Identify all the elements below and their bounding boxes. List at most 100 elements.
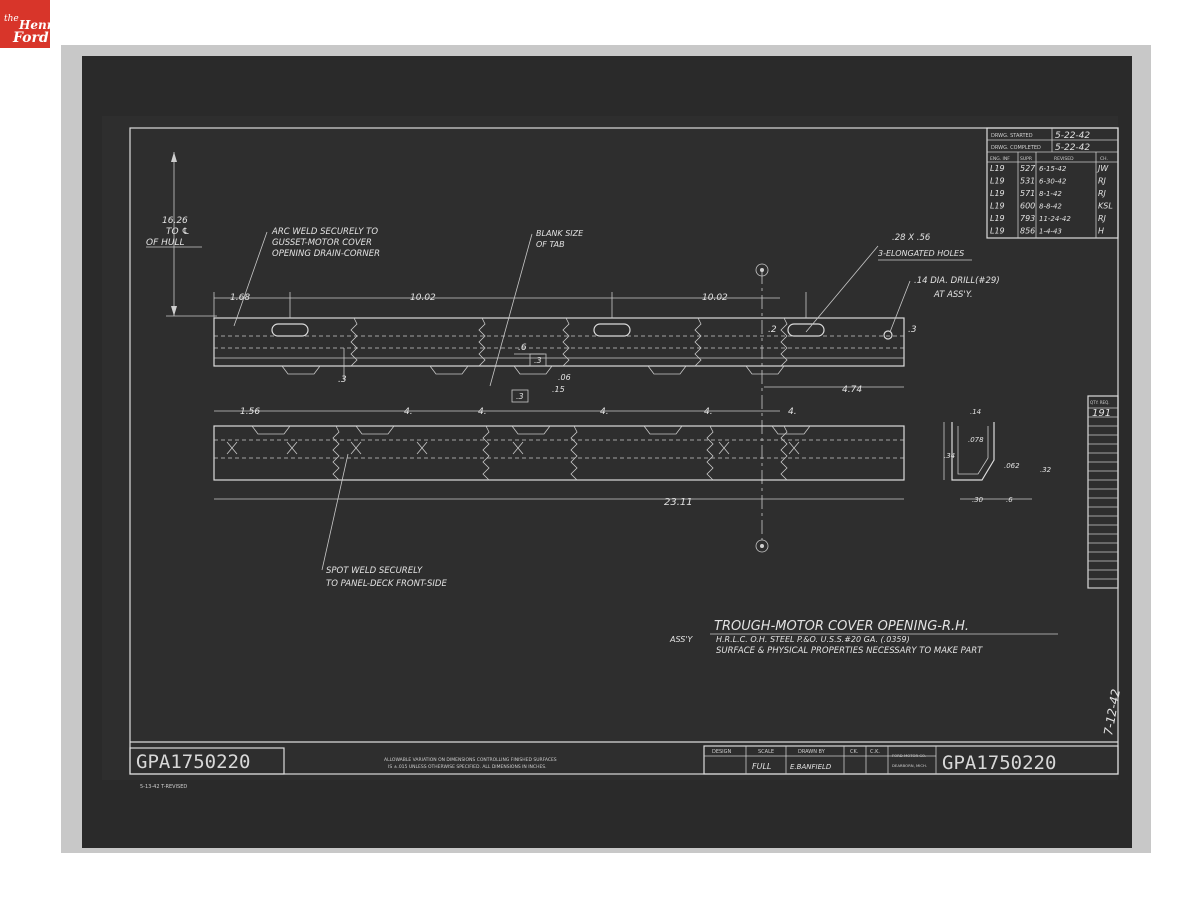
rev-row-2-cell-0: L19: [990, 189, 1005, 198]
side-block: QTY. REQ. 191: [1087, 395, 1119, 589]
top-view-part: [213, 317, 905, 375]
sec-dim-14: .14: [970, 408, 981, 416]
dim-6: .6: [518, 343, 527, 353]
rev-row-1-cell-2: 6-30-42: [1039, 178, 1067, 186]
dim-06: .06: [558, 373, 571, 382]
rev-row-1-cell-1: 531: [1020, 177, 1035, 186]
rev-row-4-cell-0: L19: [990, 214, 1005, 223]
break-line: [562, 317, 570, 367]
note-drill-1: .14 DIA. DRILL(#29): [914, 276, 1000, 286]
sec-dim-6: .6: [1006, 496, 1013, 504]
tb-company-2: DEARBORN, MICH.: [892, 763, 927, 768]
logo-the: the: [4, 14, 19, 24]
dim-1-68: 1.68: [230, 293, 250, 303]
rev-header-supr: SUPR: [1020, 156, 1032, 162]
dim-3-tab-b: .3: [534, 356, 542, 365]
dim-15: .15: [552, 385, 565, 394]
note-arc-weld-1: ARC WELD SECURELY TO: [271, 227, 378, 237]
hull-offset-value: 16.26: [162, 216, 188, 226]
break-line: [350, 317, 358, 367]
notes: ARC WELD SECURELY TO GUSSET-MOTOR COVER …: [233, 227, 1000, 589]
tb-drawn-by-value: E.BANFIELD: [790, 763, 832, 771]
spot-weld-mark: [226, 441, 238, 455]
drawing-number-right: GPA1750220: [942, 752, 1056, 774]
hull-dimension: 16.26 TO ℄ OF HULL: [146, 152, 217, 317]
spot-weld-mark: [788, 441, 800, 455]
henry-ford-logo: the Henry Ford: [0, 0, 60, 48]
break-line: [780, 425, 788, 481]
bottom-view-part: 1.56 4. 4. 4. 4. 4. 23.11: [213, 407, 905, 508]
side-block-value: 191: [1092, 408, 1111, 419]
tb-header-design: DESIGN: [712, 749, 732, 755]
tolerance-note-2: IS ±.015 UNLESS OTHERWISE SPECIFIED. ALL…: [388, 764, 547, 770]
rev-started-label: DRWG. STARTED: [991, 133, 1033, 139]
drill-hole: [883, 330, 893, 340]
spot-weld-mark: [286, 441, 298, 455]
logo-henry: Henry: [19, 18, 60, 32]
sec-dim-34: .34: [944, 452, 955, 460]
rev-row-0-cell-1: 527: [1020, 164, 1036, 173]
rev-row-5-cell-0: L19: [990, 227, 1005, 236]
part-title: TROUGH-MOTOR COVER OPENING-R.H.: [714, 619, 969, 634]
dim-3-tab-c: .3: [516, 392, 524, 401]
break-line: [482, 425, 490, 481]
rev-row-4-cell-2: 11-24-42: [1039, 215, 1071, 223]
elongated-hole: [271, 323, 309, 337]
note-spot-weld-1: SPOT WELD SECURELY: [326, 566, 423, 576]
dim-4-c: 4.: [600, 407, 609, 417]
break-line: [478, 317, 486, 367]
break-line: [706, 425, 714, 481]
sheet-paper: [102, 116, 1118, 780]
title-strip: GPA1750220 ALLOWABLE VARIATION ON DIMENS…: [129, 688, 1123, 790]
note-arc-weld-2: GUSSET-MOTOR COVER: [272, 238, 372, 248]
rev-row-5-cell-1: 856: [1020, 227, 1035, 236]
material-spec: H.R.L.C. O.H. STEEL P.&O. U.S.S.#20 GA. …: [716, 635, 910, 644]
dim-1-56: 1.56: [240, 407, 260, 417]
rev-completed-label: DRWG. COMPLETED: [991, 145, 1041, 151]
material-prefix: ASS'Y: [669, 635, 694, 644]
elongated-hole: [787, 323, 825, 337]
sec-dim-32: .32: [1040, 466, 1052, 474]
rev-row-2-cell-1: 571: [1020, 189, 1035, 198]
dim-2: .2: [768, 325, 777, 335]
drawing-number-left: GPA1750220: [136, 751, 250, 773]
spot-weld-mark: [512, 441, 524, 455]
hull-offset-of: OF HULL: [146, 238, 185, 248]
break-line: [332, 425, 340, 481]
rev-row-0-cell-0: L19: [990, 164, 1005, 173]
rev-row-1-cell-3: RJ: [1098, 177, 1107, 186]
material-note: SURFACE & PHYSICAL PROPERTIES NECESSARY …: [716, 646, 983, 656]
sec-dim-078: .078: [968, 436, 984, 444]
note-holes-1: .28 X .56: [892, 233, 931, 243]
logo-ford: Ford: [13, 30, 49, 46]
spot-weld-mark: [350, 441, 362, 455]
rev-row-3-cell-0: L19: [990, 202, 1005, 211]
rev-row-4-cell-3: RJ: [1098, 214, 1107, 223]
dim-4-d: 4.: [704, 407, 713, 417]
note-arc-weld-3: OPENING DRAIN-CORNER: [272, 249, 380, 259]
hull-offset-to: TO ℄: [166, 227, 190, 237]
break-line: [694, 317, 702, 367]
break-line: [780, 317, 788, 367]
tb-company-1: FORD MOTOR CO.: [892, 753, 926, 758]
tolerance-note-1: ALLOWABLE VARIATION ON DIMENSIONS CONTRO…: [384, 757, 557, 763]
rev-completed-value: 5-22-42: [1055, 143, 1090, 153]
rev-header-ch: CH.: [1100, 156, 1108, 162]
centerline: [755, 263, 769, 553]
dim-23-11: 23.11: [664, 497, 693, 508]
dim-10-02-a: 10.02: [410, 293, 436, 303]
note-blank-size-1: BLANK SIZE: [536, 229, 584, 238]
rev-row-1-cell-0: L19: [990, 177, 1005, 186]
rev-row-4-cell-1: 793: [1020, 214, 1035, 223]
revision-block: DRWG. STARTED 5-22-42 DRWG. COMPLETED 5-…: [986, 127, 1119, 239]
dim-3-tab: .3: [338, 375, 347, 385]
rev-row-2-cell-2: 8-1-42: [1039, 190, 1062, 198]
spot-weld-mark: [416, 441, 428, 455]
tb-scale-value: FULL: [752, 762, 771, 771]
spot-weld-mark: [718, 441, 730, 455]
section-view: .34 .14 .078 .062 .32 .30 .6: [943, 408, 1052, 504]
sec-dim-30: .30: [972, 496, 984, 504]
top-view-dimensions: 1.68 10.02 10.02 4.74 .2 .3 .3 .6 .3 .06…: [213, 292, 917, 403]
tb-header-ck: CK.: [850, 749, 859, 755]
